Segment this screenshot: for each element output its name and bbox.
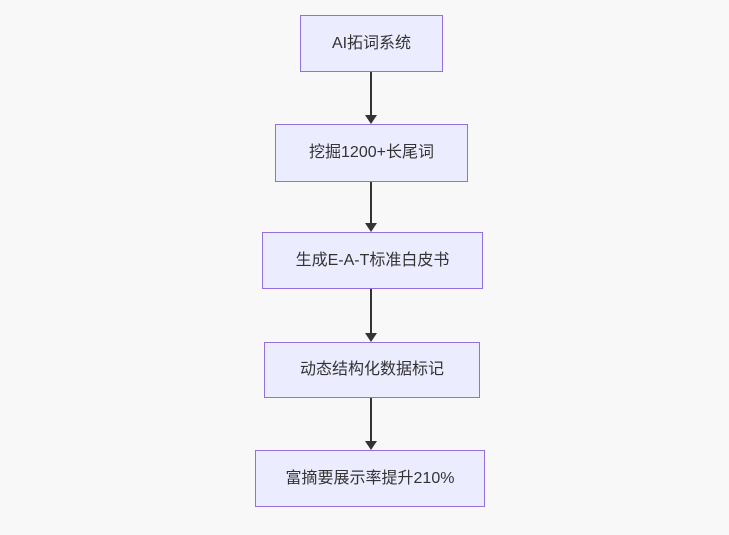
flow-arrow-4 [365, 398, 377, 450]
arrow-head-down-icon [365, 441, 377, 450]
arrow-shaft [370, 289, 372, 335]
arrow-head-down-icon [365, 333, 377, 342]
node-label: 富摘要展示率提升210% [285, 469, 455, 487]
flow-arrow-1 [365, 72, 377, 124]
node-label: 动态结构化数据标记 [299, 361, 444, 379]
arrow-shaft [370, 72, 372, 117]
arrow-head-down-icon [365, 115, 377, 124]
flowchart-node-ai-word-expansion-system: AI拓词系统 [300, 15, 443, 72]
flowchart-node-rich-snippet-rate-increase: 富摘要展示率提升210% [255, 450, 485, 507]
flowchart-node-dynamic-structured-data-markup: 动态结构化数据标记 [264, 342, 480, 398]
node-label: 生成E-A-T标准白皮书 [295, 251, 450, 269]
arrow-shaft [370, 182, 372, 225]
flow-arrow-3 [365, 289, 377, 342]
flow-arrow-2 [365, 182, 377, 232]
flowchart-node-generate-eat-whitepaper: 生成E-A-T标准白皮书 [262, 232, 483, 289]
arrow-shaft [370, 398, 372, 443]
node-label: AI拓词系统 [331, 34, 412, 52]
arrow-head-down-icon [365, 223, 377, 232]
node-label: 挖掘1200+长尾词 [309, 144, 434, 162]
flowchart-node-mine-longtail-keywords: 挖掘1200+长尾词 [275, 124, 468, 182]
